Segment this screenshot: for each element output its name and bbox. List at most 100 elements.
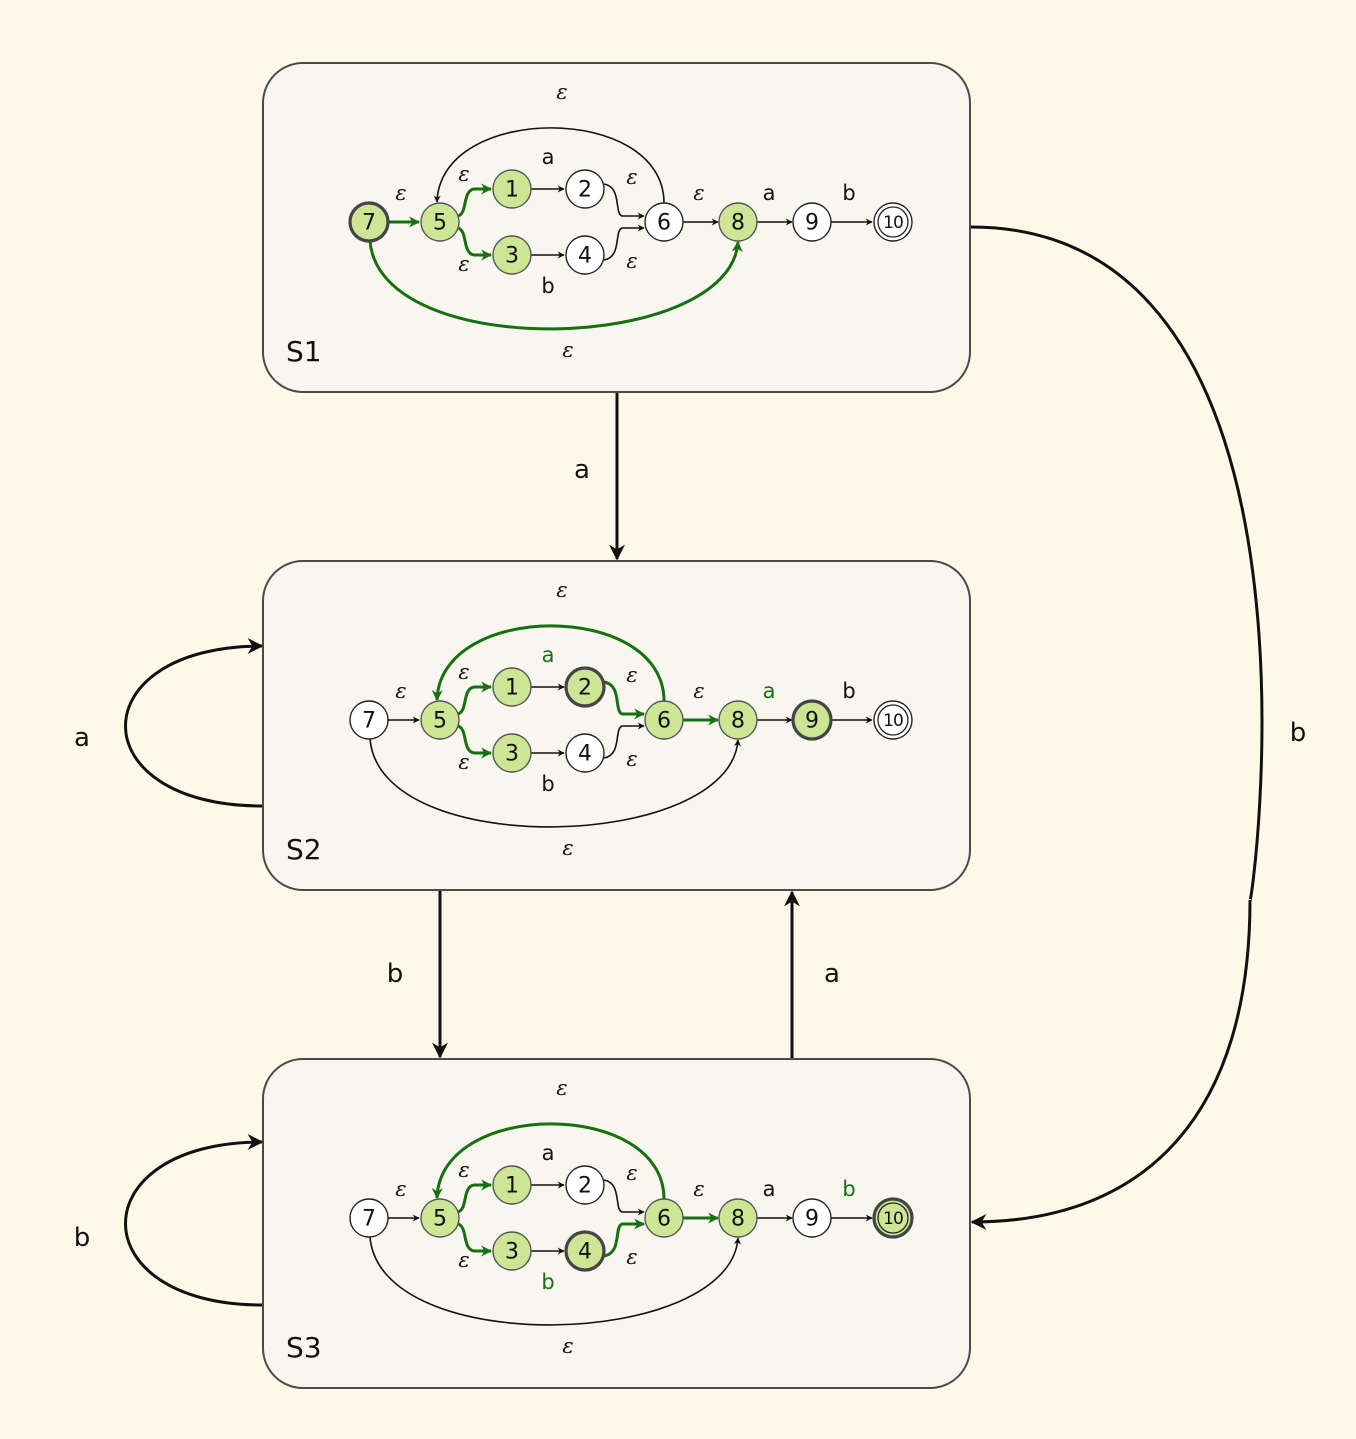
state-circle	[348, 201, 390, 243]
nfa-edge-label-7-5: ε	[395, 679, 406, 703]
nfa-edge-label-8-9: a	[763, 1177, 776, 1201]
nfa-edge-label-3-4: b	[541, 1270, 554, 1294]
dfa-transition-label: a	[74, 723, 90, 753]
state-circle	[492, 1165, 532, 1205]
nfa-edge-4-6	[603, 722, 645, 759]
nfa-state-10: 10	[873, 700, 913, 740]
nfa-state-9: 9	[791, 699, 833, 741]
state-number: 4	[578, 1240, 592, 1265]
state-circle	[492, 667, 532, 707]
dfa-transition-label: b	[74, 1223, 91, 1253]
nfa-edge-label-7-8: ε	[562, 338, 573, 362]
nfa-edge-label-6-5: ε	[556, 1076, 567, 1100]
state-number: 7	[362, 1207, 376, 1232]
state-number: 9	[805, 1207, 819, 1232]
state-circle	[644, 1198, 684, 1238]
nfa-state-2: 2	[564, 666, 606, 708]
state-circle	[565, 235, 605, 275]
state-number: 8	[731, 211, 745, 236]
nfa-edge-label-2-6: ε	[626, 663, 637, 687]
nfa-state-5: 5	[420, 700, 460, 740]
state-number: 3	[505, 244, 519, 269]
nfa-state-6: 6	[644, 202, 684, 242]
nfa-edge-label-4-6: ε	[626, 747, 637, 771]
nfa-state-3: 3	[492, 733, 532, 773]
nfa-state-1: 1	[492, 1165, 532, 1205]
nfa-edge-5-1	[457, 1179, 493, 1214]
state-circle	[564, 1230, 606, 1272]
state-number: 10	[883, 213, 903, 233]
dfa-transition-s1-s3[interactable]: b	[970, 225, 1306, 1230]
nfa-state-7: 7	[348, 201, 390, 243]
state-number: 6	[657, 1207, 671, 1232]
nfa-state-4: 4	[564, 1230, 606, 1272]
nfa-edge-label-5-1: ε	[458, 1158, 469, 1182]
dfa-transition-s3-s3[interactable]: b	[74, 1134, 264, 1307]
nfa-state-8: 8	[718, 202, 758, 242]
dfa-transition-s2-s2[interactable]: a	[74, 638, 264, 808]
state-number: 8	[731, 709, 745, 734]
state-circle	[492, 1231, 532, 1271]
nfa-edge-label-5-3: ε	[458, 1248, 469, 1272]
nfa-edge-label-1-2: a	[542, 1141, 555, 1165]
dfa-transition-label: a	[574, 455, 590, 485]
nfa-edge-7-8	[369, 1236, 742, 1326]
dfa-transition-s2-s3[interactable]: b	[387, 890, 448, 1059]
nfa-edge-label-7-8: ε	[562, 1334, 573, 1358]
dfa-transition-arrow[interactable]	[124, 1134, 264, 1307]
nfa-edge-label-6-8: ε	[693, 1177, 704, 1201]
state-number: 4	[578, 742, 592, 767]
nfa-edge-label-2-6: ε	[626, 1161, 637, 1185]
state-number: 2	[578, 676, 592, 701]
state-circle	[564, 666, 606, 708]
state-circle	[644, 202, 684, 242]
nfa-edge-label-9-10: b	[842, 679, 855, 703]
state-circle	[349, 1198, 389, 1238]
dfa-transition-arrow[interactable]	[124, 638, 264, 808]
nfa-edge-label-6-5: ε	[556, 578, 567, 602]
state-circle	[792, 1198, 832, 1238]
nfa-edge-4-6	[603, 1218, 646, 1258]
dfa-state-box	[262, 1058, 971, 1389]
nfa-state-2: 2	[565, 1165, 605, 1205]
nfa-edge-label-5-1: ε	[458, 660, 469, 684]
nfa-edge-2-6	[603, 183, 645, 220]
nfa-edge-5-3	[457, 1222, 493, 1257]
nfa-edge-5-3	[457, 724, 493, 759]
nfa-edge-label-9-10: b	[842, 181, 855, 205]
state-circle	[492, 169, 532, 209]
nfa-edge-5-3	[457, 226, 493, 261]
nfa-edge-label-4-6: ε	[626, 1245, 637, 1269]
dfa-state-box	[262, 62, 971, 393]
nfa-state-7: 7	[349, 700, 389, 740]
dfa-transition-s1-s2[interactable]: a	[574, 392, 625, 561]
nfa-state-4: 4	[565, 733, 605, 773]
state-circle	[791, 699, 833, 741]
nfa-state-10: 10	[872, 1197, 914, 1239]
dfa-transition-s3-s2[interactable]: a	[784, 890, 840, 1059]
nfa-state-5: 5	[420, 1198, 460, 1238]
nfa-state-4: 4	[565, 235, 605, 275]
dfa-transition-arrow[interactable]	[970, 225, 1264, 1230]
state-circle	[872, 1197, 914, 1239]
nfa-edge-label-7-8: ε	[562, 836, 573, 860]
state-circle	[565, 733, 605, 773]
nfa-edge-label-8-9: a	[763, 679, 776, 703]
state-circle	[873, 700, 913, 740]
nfa-state-1: 1	[492, 667, 532, 707]
nfa-edge-label-5-3: ε	[458, 252, 469, 276]
state-circle	[718, 1198, 758, 1238]
nfa-edge-4-6	[603, 224, 645, 261]
nfa-edge-6-5	[431, 1122, 666, 1200]
nfa-state-8: 8	[718, 1198, 758, 1238]
